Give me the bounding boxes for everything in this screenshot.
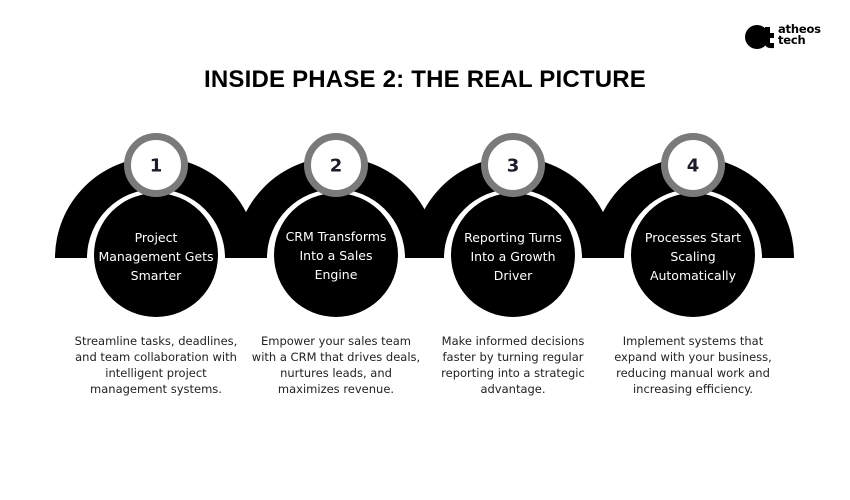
- step-number-badge-3: 3: [481, 133, 545, 197]
- atheos-logo-mark-icon: [745, 25, 774, 49]
- step-number: 2: [330, 156, 343, 177]
- brand-name-line1: atheos: [778, 22, 821, 36]
- step-description-4: Implement systems that expand with your …: [614, 334, 772, 396]
- brand-name-line2: tech: [778, 33, 806, 47]
- arc-band-2: [235, 157, 437, 258]
- arc-band-1: [55, 157, 257, 258]
- label-disc-3: [451, 193, 575, 317]
- arc-band-4: [592, 157, 794, 258]
- step-description-1: Streamline tasks, deadlines, and team co…: [74, 334, 238, 396]
- step-number: 4: [687, 156, 700, 177]
- label-disc-group: [94, 193, 755, 317]
- step-title-2: CRM Transforms Into a Sales Engine: [285, 229, 387, 282]
- step-number-badge-4: 4: [661, 133, 725, 197]
- step-description-2: Empower your sales team with a CRM that …: [251, 334, 421, 396]
- step-number-badge-2: 2: [304, 133, 368, 197]
- number-badge-group: 1 2 3 4: [124, 133, 725, 197]
- arc-band-3: [412, 157, 614, 258]
- step-title-4: Processes Start Scaling Automatically: [644, 230, 742, 283]
- step-number-badge-1: 1: [124, 133, 188, 197]
- brand-name: atheos tech: [778, 22, 821, 47]
- arc-band-group: [55, 157, 794, 258]
- label-disc-4: [631, 193, 755, 317]
- number-ring: [304, 133, 368, 197]
- number-ring: [661, 133, 725, 197]
- label-disc-1: [94, 193, 218, 317]
- step-number: 1: [150, 156, 163, 177]
- label-disc-2: [274, 193, 398, 317]
- number-ring: [124, 133, 188, 197]
- step-title-1: Project Management Gets Smarter: [98, 230, 214, 283]
- step-title-3: Reporting Turns Into a Growth Driver: [464, 230, 562, 283]
- step-number: 3: [507, 156, 520, 177]
- number-ring: [481, 133, 545, 197]
- brand-logo: atheos tech: [744, 22, 844, 52]
- page-title: INSIDE PHASE 2: THE REAL PICTURE: [203, 66, 647, 93]
- step-description-3: Make informed decisions faster by turnin…: [441, 334, 585, 396]
